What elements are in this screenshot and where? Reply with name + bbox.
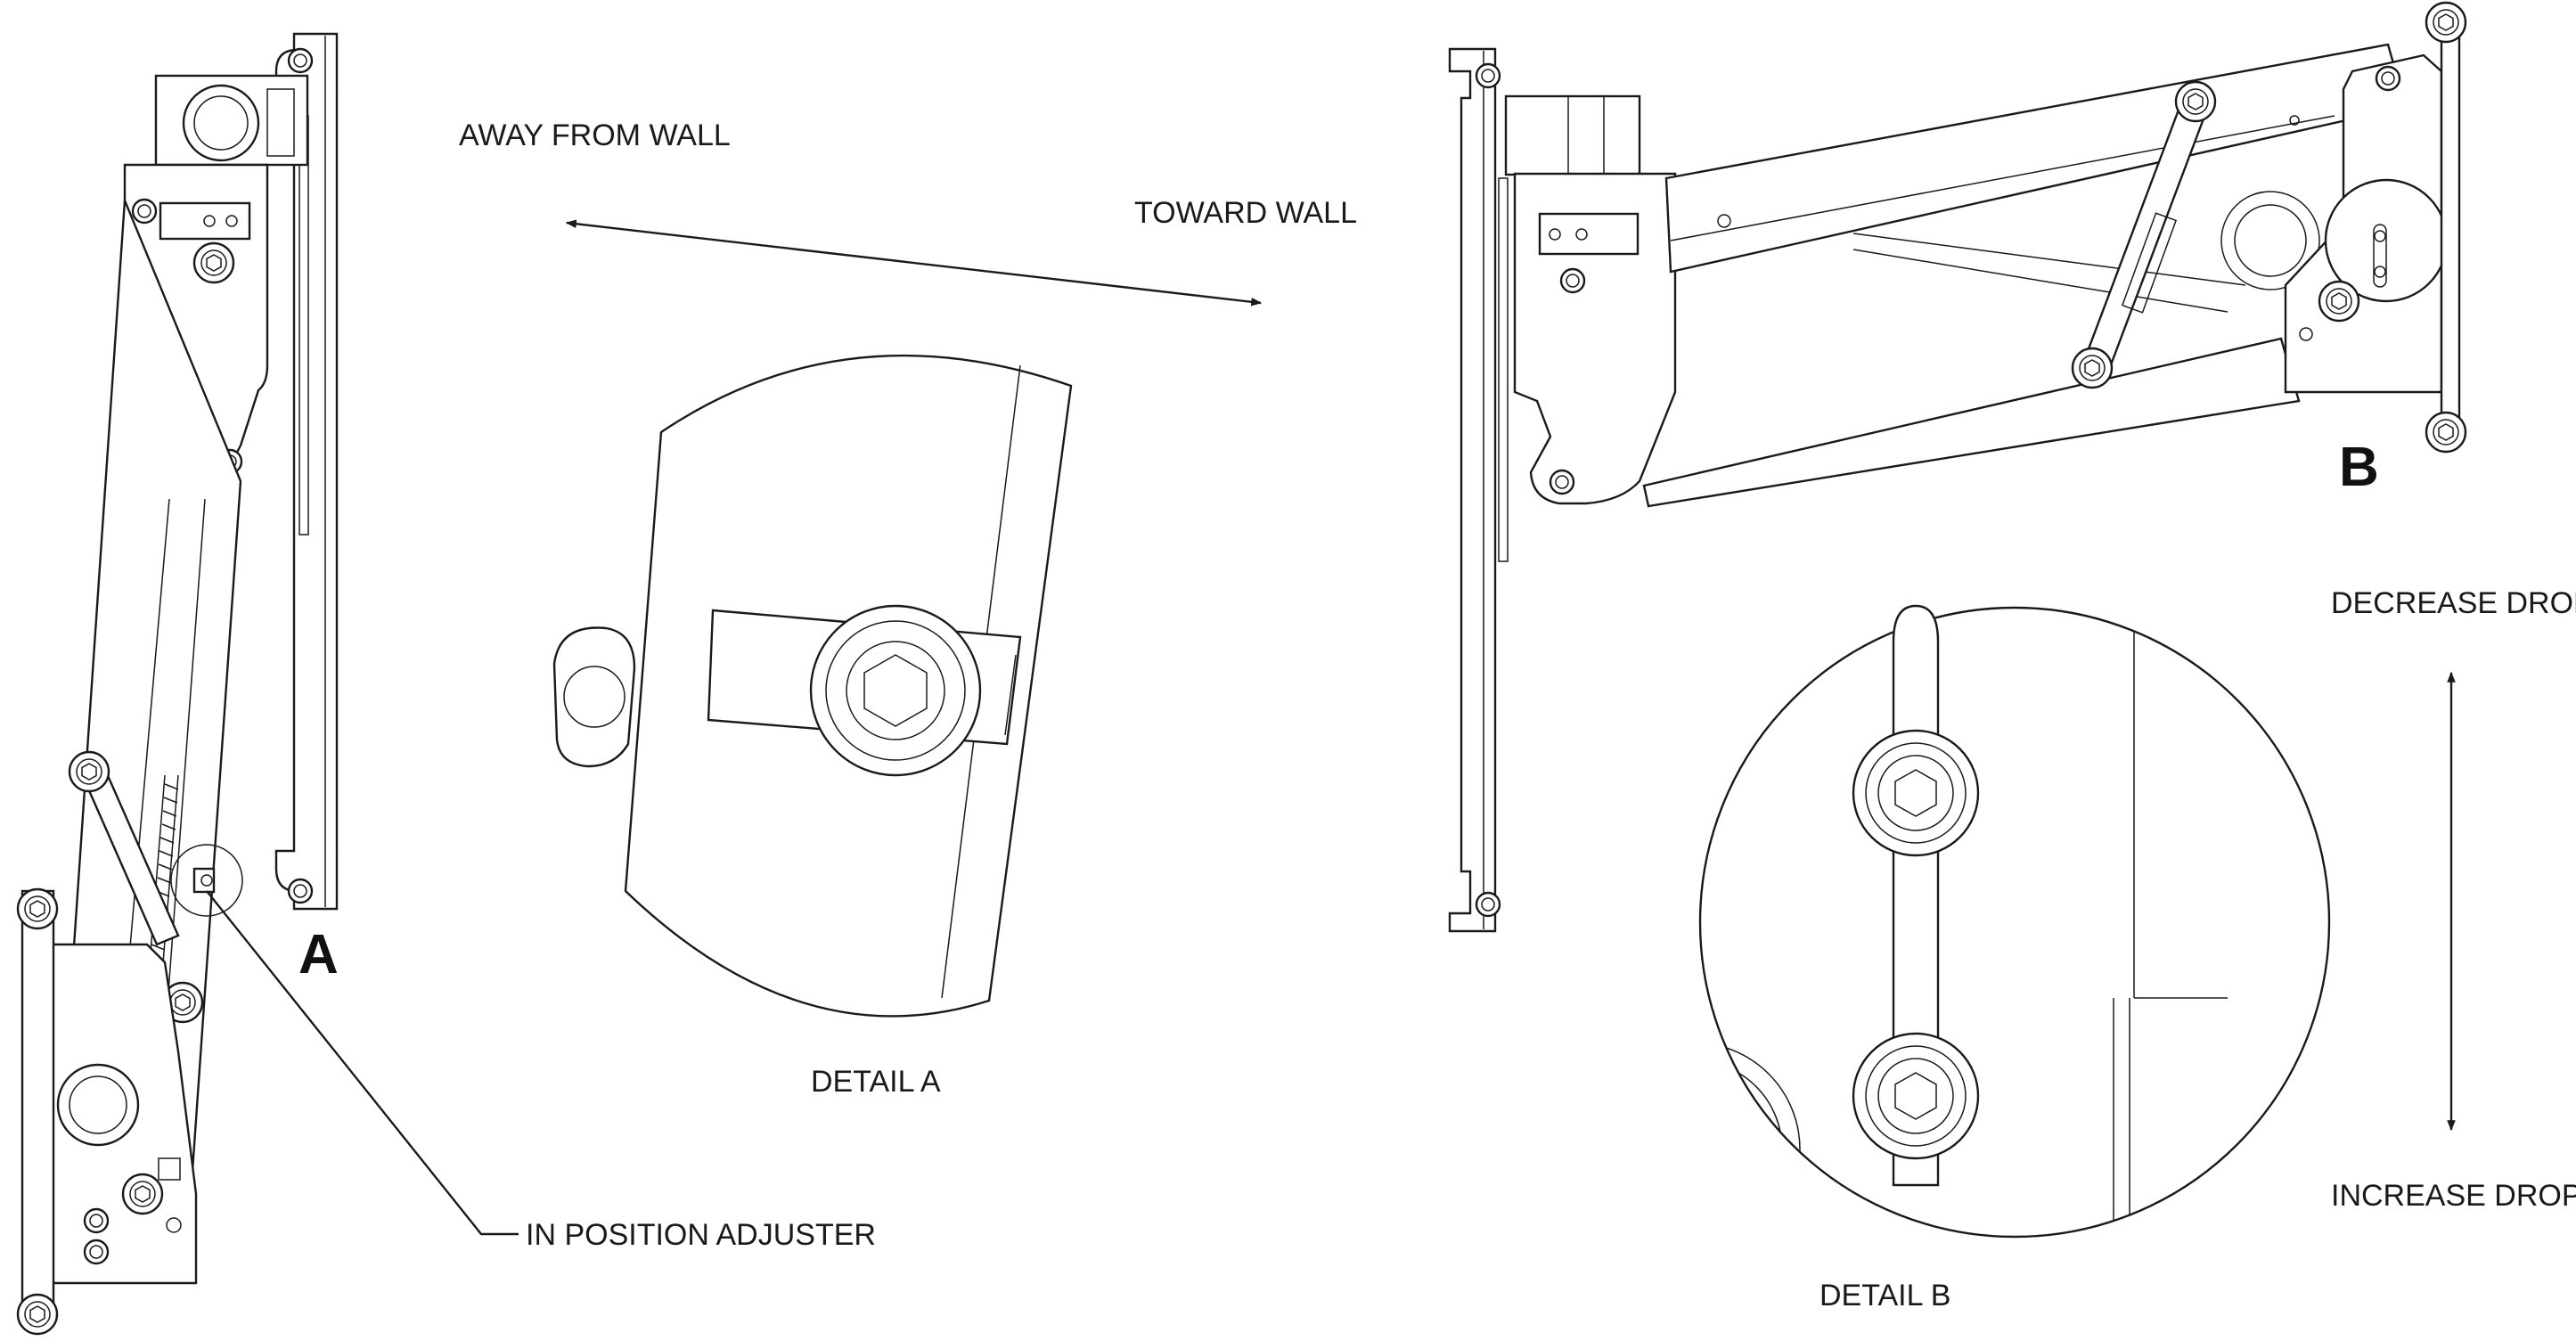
away-from-wall-label: AWAY FROM WALL <box>459 119 731 152</box>
strut-bolt-icon <box>2071 347 2114 389</box>
detail-b-marker: B <box>2339 437 2379 498</box>
bolt-icon <box>2318 280 2360 323</box>
detail-a-marker: A <box>298 924 339 985</box>
left-arm-assembly <box>16 32 339 1336</box>
bolt-icon <box>1559 267 1586 294</box>
detail-b-caption: DETAIL B <box>1820 1279 1950 1312</box>
adjuster-label: IN POSITION ADJUSTER <box>526 1218 876 1252</box>
increase-drop-label: INCREASE DROP <box>2331 1179 2576 1213</box>
mount-hole-icon <box>1475 62 1501 89</box>
strut-bolt-icon <box>68 750 110 793</box>
strut-bolt-icon <box>2174 80 2217 123</box>
toward-wall-label: TOWARD WALL <box>1134 196 1357 230</box>
detail-a-caption: DETAIL A <box>811 1065 941 1099</box>
bolt-icon <box>83 1207 110 1234</box>
right-arm-assembly <box>1448 1 2467 933</box>
detail-a-callout-circle <box>170 844 243 917</box>
bolt-icon <box>2375 65 2401 92</box>
bolt-icon <box>83 1239 110 1265</box>
detail-b-view <box>1698 604 2331 1239</box>
bolt-icon <box>192 241 235 284</box>
bolt-icon <box>2425 411 2467 454</box>
bolt-icon <box>121 1173 164 1215</box>
mount-hole-icon <box>287 878 314 904</box>
wall-direction-arrow <box>565 219 1263 307</box>
adjuster-leader-line <box>206 890 519 1236</box>
bolt-icon <box>16 887 59 930</box>
decrease-drop-label: DECREASE DROP <box>2331 586 2576 620</box>
mount-hole-icon <box>287 47 314 74</box>
bolt-icon <box>16 1293 59 1336</box>
pivot-icon <box>1549 469 1575 495</box>
detail-a-view <box>552 354 1073 1018</box>
bolt-icon <box>131 198 158 225</box>
bolt-icon <box>2425 1 2467 44</box>
mount-hole-icon <box>1475 891 1501 918</box>
